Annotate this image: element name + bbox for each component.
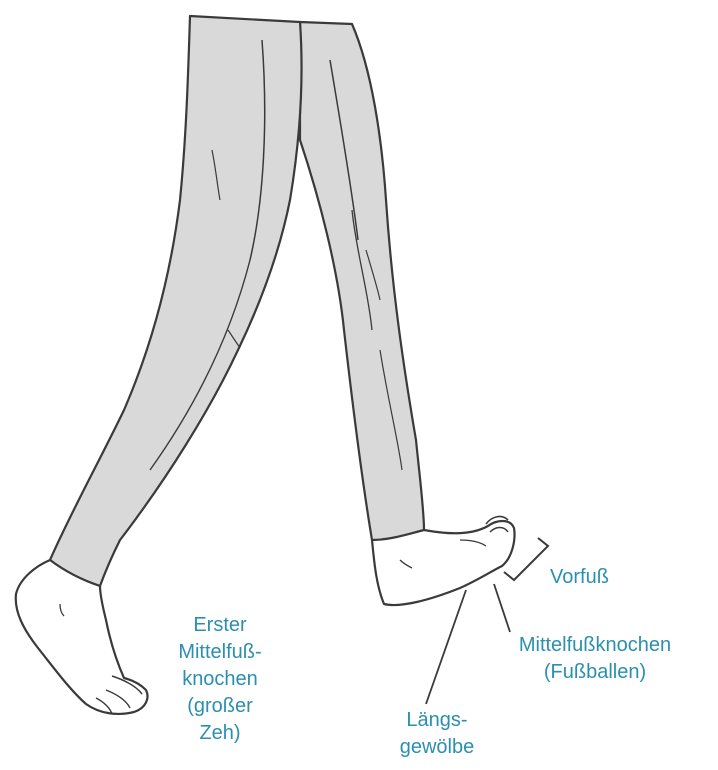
label-vorfuss: Vorfuß xyxy=(550,564,609,591)
label-line: (Fußballen) xyxy=(470,659,718,686)
front-leg-pants xyxy=(50,16,302,586)
back-leg-pants xyxy=(300,22,424,541)
label-erster-mittelfussknochen: Erster Mittelfuß- knochen (großer Zeh) xyxy=(150,612,290,747)
label-line: Mittelfuß- xyxy=(150,639,290,666)
label-line: gewölbe xyxy=(372,734,502,761)
label-line: knochen xyxy=(150,666,290,693)
label-mittelfussknochen: Mittelfußknochen (Fußballen) xyxy=(470,632,718,686)
label-line: (großer xyxy=(150,693,290,720)
label-line: Längs- xyxy=(372,707,502,734)
label-line: Vorfuß xyxy=(550,564,609,591)
label-laengsgewoelbe: Längs- gewölbe xyxy=(372,707,502,761)
mittelfussknochen-leader xyxy=(494,584,510,632)
label-line: Zeh) xyxy=(150,720,290,747)
label-line: Erster xyxy=(150,612,290,639)
front-foot xyxy=(16,560,148,714)
laengsgewoelbe-leader xyxy=(426,590,466,704)
label-line: Mittelfußknochen xyxy=(470,632,718,659)
